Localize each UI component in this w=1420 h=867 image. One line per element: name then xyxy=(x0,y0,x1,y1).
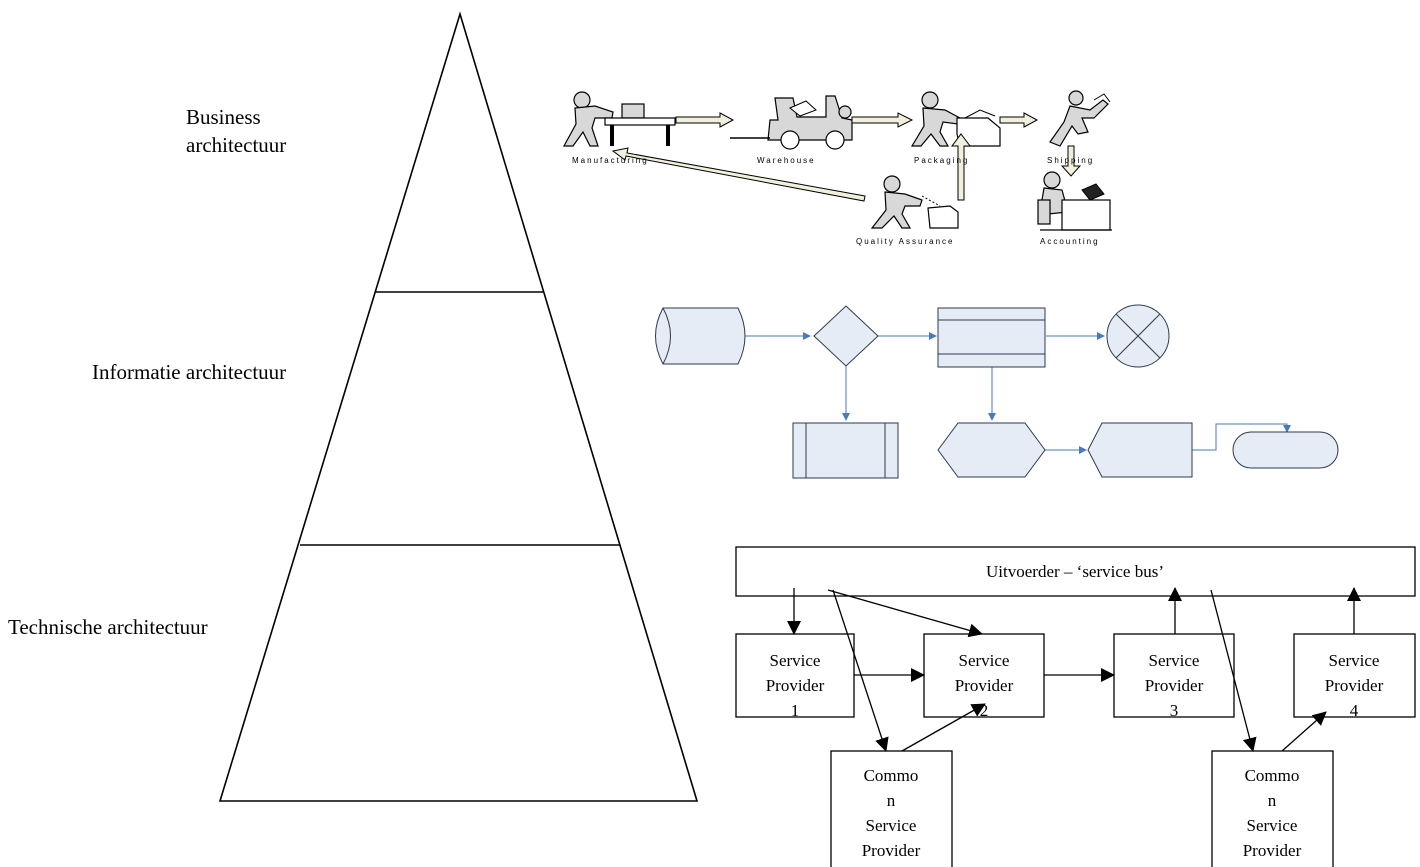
service-provider-4-box xyxy=(1293,633,1416,718)
bus-to-provider-2-arrow xyxy=(827,589,983,638)
shipping-runner-icon xyxy=(1049,90,1111,147)
service-provider-3-label: Service Provider 3 xyxy=(1145,651,1204,720)
flow-arrow-to-shipping xyxy=(999,112,1039,128)
business-process-illustration: Manufacturing Warehouse Packaging Shippi… xyxy=(562,90,1112,246)
information-layer-label: Informatie architectuur xyxy=(92,360,286,384)
forklift-icon xyxy=(730,95,853,150)
svg-text:Service: Service xyxy=(866,816,917,835)
summing-junction-shape xyxy=(1106,304,1170,368)
service-provider-1-label: Service Provider 1 xyxy=(766,651,825,720)
station-label-packaging: Packaging xyxy=(914,156,969,165)
station-label-warehouse: Warehouse xyxy=(757,156,816,165)
svg-text:Service: Service xyxy=(959,651,1010,670)
architecture-pyramid xyxy=(218,11,699,802)
common-service-provider-1-box xyxy=(830,750,953,867)
package-box-icon xyxy=(956,117,1001,147)
service-bus-label: Uitvoerder – ‘service bus’ xyxy=(986,562,1164,581)
service-provider-4-label: Service Provider 4 xyxy=(1325,651,1384,720)
svg-text:4: 4 xyxy=(1350,701,1359,720)
display-shape xyxy=(1087,422,1193,478)
flow-arrow-to-accounting xyxy=(1060,145,1082,177)
common-service-provider-2-label: Commo n Service Provider xyxy=(1243,766,1302,860)
svg-text:Provider: Provider xyxy=(766,676,825,695)
stored-data-shape xyxy=(655,307,746,365)
station-label-shipping: Shipping xyxy=(1047,156,1094,165)
svg-text:Service: Service xyxy=(1149,651,1200,670)
flow-arrow-to-packaging xyxy=(851,112,914,128)
service-provider-2-box xyxy=(923,633,1045,718)
svg-text:Provider: Provider xyxy=(1145,676,1204,695)
business-label-line-1: Business xyxy=(186,105,261,129)
pyramid-outline xyxy=(218,11,699,802)
quality-assurance-worker-icon xyxy=(870,175,959,229)
common-provider-2-to-provider-4-arrow xyxy=(1281,711,1327,752)
svg-text:Provider: Provider xyxy=(862,841,921,860)
svg-text:Service: Service xyxy=(1247,816,1298,835)
box-icon xyxy=(621,103,645,119)
preparation-hexagon-shape xyxy=(937,422,1046,478)
conveyor-icon xyxy=(604,117,676,126)
bus-to-common-provider-1-arrow xyxy=(832,589,889,752)
svg-text:Service: Service xyxy=(1329,651,1380,670)
common-service-provider-1-label: Commo n Service Provider xyxy=(862,766,921,860)
business-layer-label: Business architectuur xyxy=(186,105,286,157)
svg-text:n: n xyxy=(1268,791,1277,810)
svg-text:1: 1 xyxy=(791,701,800,720)
business-label-line-2: architectuur xyxy=(186,133,286,157)
manufacturing-worker-icon xyxy=(562,91,676,147)
process-table-shape xyxy=(937,307,1046,368)
terminator-shape xyxy=(1232,431,1339,469)
svg-text:Provider: Provider xyxy=(1243,841,1302,860)
flow-connector xyxy=(1192,423,1291,451)
svg-text:Commo: Commo xyxy=(864,766,919,785)
station-label-accounting: Accounting xyxy=(1040,237,1100,246)
svg-text:Provider: Provider xyxy=(955,676,1014,695)
svg-text:n: n xyxy=(887,791,896,810)
svg-text:Service: Service xyxy=(770,651,821,670)
svg-text:Commo: Commo xyxy=(1245,766,1300,785)
information-flowchart xyxy=(655,304,1339,479)
station-label-quality-assurance: Quality Assurance xyxy=(856,237,954,246)
station-label-manufacturing: Manufacturing xyxy=(572,156,649,165)
packaging-worker-icon xyxy=(910,91,1001,147)
svg-text:Provider: Provider xyxy=(1325,676,1384,695)
flow-arrow-qa-to-manufacturing xyxy=(611,147,866,202)
service-provider-1-box xyxy=(735,633,855,718)
service-bus-diagram: Uitvoerder – ‘service bus’ Service Provi… xyxy=(735,546,1416,867)
service-provider-3-box xyxy=(1113,633,1235,718)
service-bus-box xyxy=(735,546,1416,597)
inspection-box-icon xyxy=(927,205,959,229)
accounting-desk-icon xyxy=(1037,171,1112,231)
bus-to-common-provider-2-arrow xyxy=(1210,589,1257,752)
common-provider-1-to-provider-2-arrow xyxy=(901,703,986,752)
common-service-provider-2-box xyxy=(1211,750,1334,867)
predefined-process-shape xyxy=(792,422,899,479)
flow-arrow-to-warehouse xyxy=(675,112,735,128)
flow-arrow-qa-to-packaging xyxy=(951,133,971,201)
decision-diamond-shape xyxy=(813,305,879,367)
svg-text:3: 3 xyxy=(1170,701,1179,720)
technical-layer-label: Technische architectuur xyxy=(8,615,208,639)
